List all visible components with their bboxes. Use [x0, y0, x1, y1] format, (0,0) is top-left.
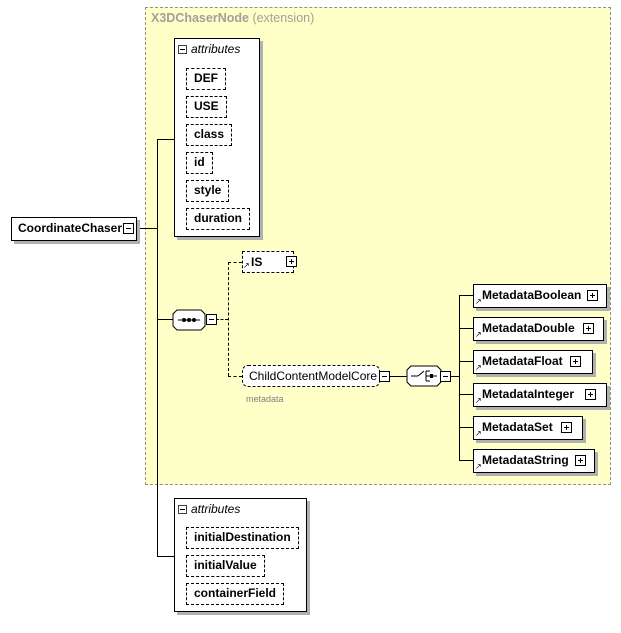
attribute-item[interactable]: duration — [186, 208, 250, 230]
metadata-boolean-element[interactable]: ↗ MetadataBoolean — [473, 284, 607, 308]
extension-label: (extension) — [252, 11, 315, 25]
attributes-bottom-label: attributes — [191, 502, 241, 516]
group-collapse-toggle[interactable] — [379, 371, 390, 382]
expand-toggle[interactable] — [587, 290, 598, 301]
reference-arrow-icon: ↗ — [475, 396, 482, 405]
group-subtitle: metadata — [246, 394, 284, 404]
expand-toggle[interactable] — [561, 422, 572, 433]
expand-is-toggle[interactable] — [286, 256, 297, 267]
element-label: MetadataDouble — [482, 321, 575, 335]
attribute-item[interactable]: USE — [186, 96, 227, 118]
metadata-string-element[interactable]: ↗ MetadataString — [473, 449, 595, 473]
group-node-label: ChildContentModelCore — [249, 369, 378, 383]
expand-toggle[interactable] — [585, 389, 596, 400]
seq-out-connector — [216, 319, 228, 320]
choice-branch-6 — [459, 460, 473, 461]
choice-out — [450, 376, 460, 377]
trunk-line — [157, 139, 158, 557]
sequence-compositor-icon[interactable] — [172, 309, 206, 331]
attributes-bottom-header[interactable]: attributes — [178, 502, 240, 516]
attributes-bottom-box: attributes initialDestination initialVal… — [174, 498, 307, 612]
attribute-item[interactable]: containerField — [186, 583, 285, 605]
group-to-choice — [389, 376, 407, 377]
element-label: MetadataSet — [482, 420, 553, 434]
reference-arrow-icon: ↗ — [475, 429, 482, 438]
group-node[interactable]: ChildContentModelCore — [242, 365, 380, 387]
choice-compositor-icon[interactable] — [406, 365, 442, 387]
is-element-label: IS — [251, 255, 263, 269]
to-group-connector — [228, 376, 242, 377]
reference-arrow-icon: ↗ — [475, 330, 482, 339]
element-label: MetadataString — [482, 453, 569, 467]
attribute-item[interactable]: initialValue — [186, 555, 265, 577]
extension-name: X3DChaserNode — [151, 11, 249, 25]
choice-branch-2 — [459, 328, 473, 329]
metadata-integer-element[interactable]: ↗ MetadataInteger — [473, 383, 607, 407]
attributes-top-box: attributes DEF USE class id style durati… — [174, 38, 260, 237]
collapse-toggle[interactable] — [123, 223, 134, 234]
seq-split-line — [228, 262, 229, 376]
reference-arrow-icon: ↗ — [475, 462, 482, 471]
sequence-collapse-toggle[interactable] — [206, 314, 217, 325]
collapse-icon[interactable] — [178, 44, 187, 54]
element-label: MetadataFloat — [482, 354, 563, 368]
to-is-connector — [228, 262, 242, 263]
reference-arrow-icon: ↗ — [243, 261, 250, 270]
attribute-item[interactable]: style — [186, 180, 230, 202]
choice-trunk — [459, 295, 460, 460]
reference-arrow-icon: ↗ — [475, 297, 482, 306]
root-element[interactable]: CoordinateChaser — [11, 217, 137, 241]
expand-toggle[interactable] — [570, 356, 581, 367]
branch-attributes-bottom — [157, 556, 174, 557]
branch-attributes-top — [157, 139, 174, 140]
attribute-item[interactable]: DEF — [186, 68, 226, 90]
collapse-icon[interactable] — [178, 504, 187, 514]
attributes-top-header[interactable]: attributes — [178, 42, 240, 56]
element-label: MetadataInteger — [482, 387, 575, 401]
root-connector — [134, 228, 158, 229]
expand-toggle[interactable] — [575, 455, 586, 466]
choice-branch-3 — [459, 361, 473, 362]
expand-toggle[interactable] — [583, 323, 594, 334]
element-label: MetadataBoolean — [482, 288, 582, 302]
attribute-item[interactable]: class — [186, 124, 233, 146]
choice-branch-4 — [459, 394, 473, 395]
attributes-top-label: attributes — [191, 42, 241, 56]
branch-sequence — [157, 319, 174, 320]
attribute-item[interactable]: id — [186, 152, 213, 174]
extension-title: X3DChaserNode (extension) — [151, 11, 314, 25]
choice-branch-5 — [459, 427, 473, 428]
metadata-double-element[interactable]: ↗ MetadataDouble — [473, 317, 604, 341]
attribute-item[interactable]: initialDestination — [186, 527, 299, 549]
choice-collapse-toggle[interactable] — [440, 371, 451, 382]
choice-branch-1 — [459, 295, 473, 296]
is-element[interactable]: IS — [242, 251, 294, 273]
reference-arrow-icon: ↗ — [475, 363, 482, 372]
